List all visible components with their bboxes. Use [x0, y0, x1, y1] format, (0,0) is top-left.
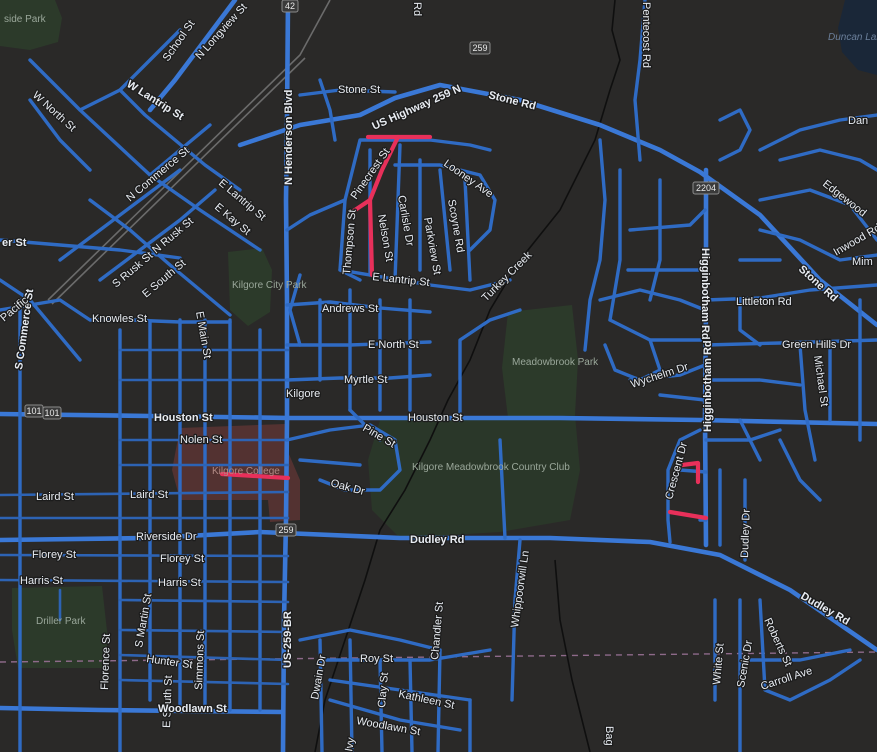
street-label: W Lantrip St [124, 78, 186, 123]
highlighted-segments [219, 134, 709, 521]
street-label: Simmons St [193, 630, 207, 690]
country-club-area [368, 415, 580, 538]
street-label: Pentecost Rd [640, 2, 652, 68]
street-label: Florence St [99, 633, 113, 690]
street-label: Dan [848, 115, 868, 127]
street-label: Rd [411, 2, 423, 16]
street-label: Inwood Rd [832, 222, 877, 259]
street-label: Stone Rd [796, 263, 840, 304]
creek-north [609, 0, 621, 91]
street-label: Harris St [20, 575, 63, 587]
railroad-parallel [51, 57, 306, 305]
street-label: Florey St [32, 549, 76, 561]
park-label-country-club: Kilgore Meadowbrook Country Club [412, 462, 570, 473]
street-label: Whippoorwill Ln [509, 550, 532, 629]
driller-park-area [12, 586, 108, 668]
street-label: Nelson St [375, 213, 395, 262]
street-label: Oak Dr [329, 477, 366, 498]
street-label: Bag [603, 726, 615, 746]
street-label: Littleton Rd [736, 296, 792, 308]
duncan-lake [838, 0, 877, 75]
street-label: Scenic Dr [735, 639, 755, 688]
street-label: Laird St [36, 491, 74, 503]
place-label-kilgore: Kilgore [286, 388, 320, 400]
street-label: E Main St [193, 310, 213, 359]
street-label: Stone Rd [487, 89, 537, 112]
street-label: N Henderson Blvd [283, 90, 295, 185]
street-label: Roy St [360, 653, 393, 665]
street-label: Dudley Rd [410, 534, 464, 546]
street-label: Laird St [130, 489, 168, 501]
street-label: Parkview St [421, 216, 443, 275]
meadowbrook-park-area [502, 305, 578, 418]
park-label-kilgore-city-text: Kilgore City Park [232, 280, 307, 291]
street-label: er St [2, 237, 27, 249]
street-label: Michael St [811, 355, 830, 408]
svg-text:42: 42 [285, 1, 295, 11]
street-label: E Lantrip St [372, 271, 430, 289]
svg-text:259: 259 [278, 525, 293, 535]
street-label: Houston St [154, 412, 213, 424]
street-label: Knowles St [92, 313, 147, 325]
street-label: Higginbotham Rd [699, 248, 711, 340]
creek-south [554, 559, 591, 752]
park-label-meadowbrook: Meadowbrook Park [512, 357, 599, 368]
street-label: N Longview St [193, 1, 249, 62]
street-label: White St [711, 643, 727, 685]
street-label: US-259-BR [282, 611, 294, 668]
street-label: Harris St [158, 577, 201, 589]
riverside-park-area [0, 0, 62, 50]
street-label: Houston St [408, 412, 462, 424]
street-label: Green Hills Dr [782, 339, 851, 351]
svg-text:101: 101 [26, 406, 41, 416]
street-label: Edgewood [820, 178, 868, 219]
street-label: Looney Ave [441, 158, 495, 201]
street-label: E North St [368, 339, 419, 351]
street-label: Andrews St [322, 303, 378, 315]
route-shield-101-b: 101 [42, 406, 62, 420]
street-label: Florey St [160, 553, 204, 565]
kilgore-city-park-area [228, 248, 272, 326]
street-label: Mim [852, 256, 873, 268]
city-boundary [0, 651, 877, 663]
street-label: Dudley Rd [799, 590, 852, 628]
street-label: Nolen St [180, 434, 222, 446]
park-label-driller: Driller Park [36, 616, 86, 627]
college-label: Kilgore College [212, 466, 280, 477]
route-shield-42: 42 [281, 0, 299, 13]
street-label: Turkey Creek [480, 249, 535, 304]
street-label: Riverside Dr [136, 531, 197, 543]
park-label-kilgore-city: Kilgore City Park [232, 280, 307, 291]
route-shield-101-a: 101 [24, 404, 44, 418]
railroad [47, 0, 331, 301]
svg-text:2204: 2204 [696, 183, 716, 193]
park-label-riverside: side Park [4, 14, 47, 25]
route-shield-259-south: 259 [275, 523, 297, 537]
street-label: Carroll Ave [759, 665, 814, 693]
route-shield-2204: 2204 [692, 181, 720, 195]
street-label: Woodlawn St [158, 703, 227, 715]
svg-text:259: 259 [472, 43, 487, 53]
street-label: Ivy [343, 736, 357, 752]
street-label: Dwain Dr [309, 654, 329, 701]
street-label: Chandler St [429, 601, 446, 660]
street-label: Thompson St [341, 209, 359, 275]
street-label: Stone St [338, 84, 380, 96]
street-label: Dudley Dr [739, 508, 753, 558]
svg-text:101: 101 [44, 408, 59, 418]
street-label: Myrtle St [344, 374, 387, 386]
street-label: E South St [161, 675, 175, 728]
water-label-duncan-lake: Duncan Lake [828, 32, 877, 43]
street-label: Higginbotham Rd [702, 340, 714, 432]
street-label: Clay St [376, 672, 391, 708]
street-label: Kathleen St [397, 688, 455, 712]
route-shield-259-north: 259 [469, 41, 491, 55]
